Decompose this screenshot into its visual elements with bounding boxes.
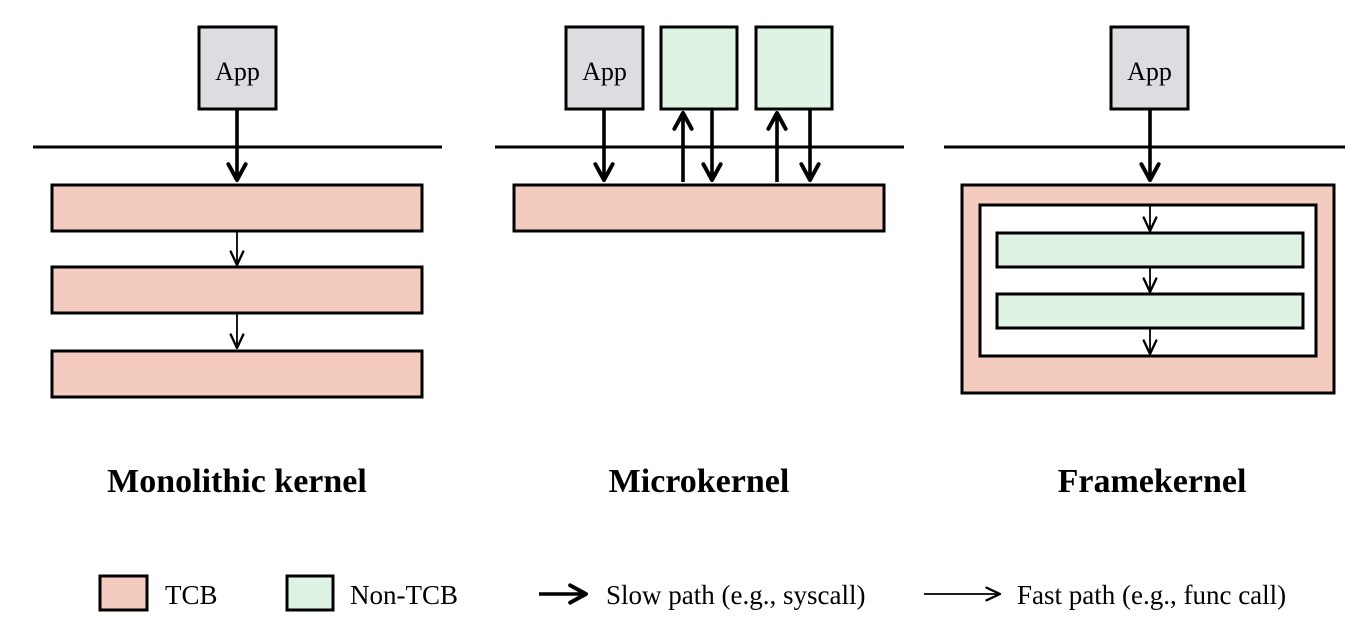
legend-swatch-tcb xyxy=(98,574,149,612)
inner-service-area xyxy=(978,203,1318,358)
legend-label-slow-path: Slow path (e.g., syscall) xyxy=(606,580,865,610)
non-tcb-server-box xyxy=(754,25,834,111)
legend-label-non-tcb: Non-TCB xyxy=(350,580,458,610)
tcb-layer xyxy=(50,349,424,399)
panel-microkernel: App xyxy=(495,25,904,233)
legend-swatch-non-tcb xyxy=(285,574,335,612)
app-box xyxy=(1109,25,1190,111)
legend-label-tcb: TCB xyxy=(165,580,218,610)
app-label: App xyxy=(215,57,260,86)
panel-title-microkernel: Microkernel xyxy=(609,463,790,500)
tcb-layer xyxy=(50,265,424,315)
non-tcb-layer xyxy=(995,231,1305,269)
app-label: App xyxy=(1127,57,1172,86)
panel-title-monolithic: Monolithic kernel xyxy=(107,463,367,500)
legend-label-fast-path: Fast path (e.g., func call) xyxy=(1017,580,1286,610)
panel-framekernel: App xyxy=(944,25,1345,395)
legend: TCB Non-TCB Slow path (e.g., syscall) Fa… xyxy=(98,574,1286,612)
tcb-kernel-layer xyxy=(512,183,886,233)
app-label: App xyxy=(582,57,627,86)
panel-title-framekernel: Framekernel xyxy=(1058,463,1247,500)
non-tcb-server-box xyxy=(659,25,739,111)
non-tcb-layer xyxy=(995,292,1305,330)
panel-monolithic: App xyxy=(33,25,442,399)
tcb-layer xyxy=(50,183,424,233)
